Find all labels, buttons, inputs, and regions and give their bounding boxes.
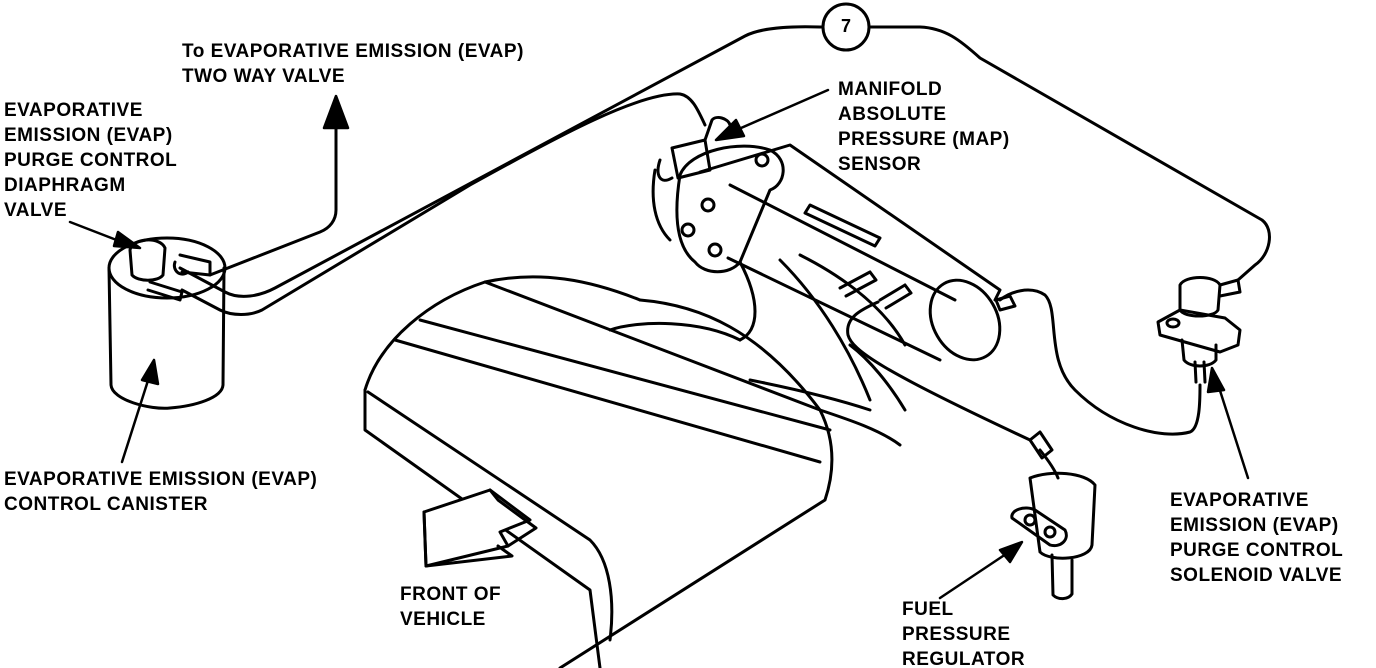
throttle-body-nipples	[838, 270, 913, 310]
callout-number: 7	[840, 16, 851, 36]
label-evap-canister: EVAPORATIVE EMISSION (EVAP) CONTROL CANI…	[4, 469, 318, 515]
label-front-of-vehicle: FRONT OF VEHICLE	[400, 584, 502, 630]
callout-7	[821, 2, 871, 52]
evap-canister	[107, 236, 227, 410]
map-sensor	[656, 116, 732, 182]
front-of-vehicle-arrow	[422, 488, 538, 568]
leader-arrows	[68, 88, 1250, 600]
label-fuel-pressure-regulator: FUEL PRESSURE REGULATOR	[902, 599, 1026, 668]
fuel-pressure-regulator	[1010, 430, 1097, 601]
throttle-body	[608, 143, 1002, 412]
label-purge-diaphragm-valve: EVAPORATIVE EMISSION (EVAP) PURGE CONTRO…	[4, 100, 178, 221]
intake-manifold-cover	[363, 275, 902, 668]
label-purge-solenoid-valve: EVAPORATIVE EMISSION (EVAP) PURGE CONTRO…	[1170, 490, 1344, 586]
label-two-way-valve: To EVAPORATIVE EMISSION (EVAP) TWO WAY V…	[182, 41, 524, 87]
label-map-sensor: MANIFOLD ABSOLUTE PRESSURE (MAP) SENSOR	[838, 79, 1010, 175]
purge-solenoid-valve	[1156, 276, 1242, 384]
